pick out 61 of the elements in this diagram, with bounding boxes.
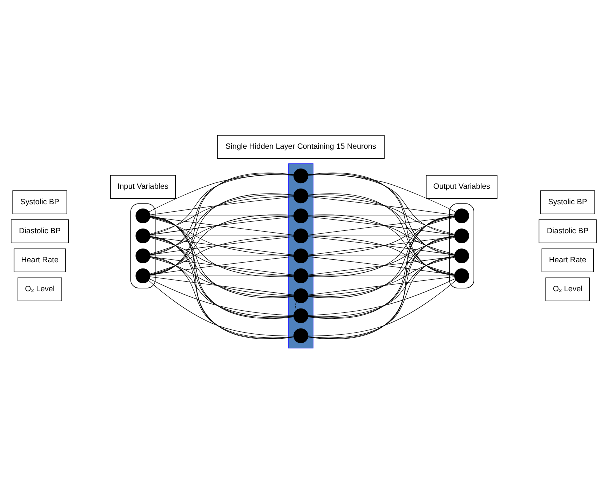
- node-circle: [454, 208, 470, 224]
- connector: [308, 196, 455, 235]
- connector: [148, 280, 294, 336]
- node-circle: [136, 248, 151, 264]
- node-circle: [294, 188, 309, 204]
- cluster: [288, 164, 314, 349]
- connector: [308, 174, 456, 212]
- connector: [308, 236, 455, 340]
- connector: [150, 236, 294, 318]
- connector: [296, 302, 298, 310]
- connector: [150, 258, 294, 296]
- node-circle: [294, 308, 309, 324]
- connector: [308, 256, 456, 338]
- connector: [308, 174, 455, 236]
- connector: [150, 196, 294, 235]
- connector: [150, 174, 294, 256]
- connector: [308, 174, 456, 256]
- connector: [308, 278, 456, 316]
- cluster: [130, 204, 156, 289]
- connector: [308, 172, 455, 276]
- connector: [150, 194, 294, 256]
- node-circle: [136, 208, 151, 224]
- connector: [150, 174, 294, 236]
- connector: [308, 256, 455, 318]
- node-circle: [454, 228, 470, 244]
- node-circle: [294, 228, 309, 244]
- connector: [308, 216, 456, 298]
- connector: [150, 276, 294, 296]
- connector: [150, 194, 294, 276]
- connector: [150, 236, 294, 340]
- connector: [150, 172, 294, 276]
- connector: [308, 236, 456, 318]
- connector: [148, 174, 294, 212]
- node-circle: [294, 288, 309, 304]
- connector: [150, 216, 294, 298]
- node-circle: [294, 328, 309, 344]
- node-circle: [454, 248, 470, 264]
- node-circle: [454, 268, 470, 284]
- connector: [150, 278, 294, 316]
- node-circle: [136, 228, 151, 244]
- connector: [308, 276, 455, 296]
- connector: [150, 216, 294, 340]
- cluster: [449, 204, 474, 289]
- connector: [150, 196, 294, 216]
- node-circle: [294, 208, 309, 224]
- connector: [150, 216, 294, 320]
- connector: [308, 236, 455, 298]
- connector: [150, 256, 294, 338]
- connector: [150, 256, 294, 318]
- node-circle: [294, 168, 309, 184]
- connector: [308, 257, 455, 296]
- node-circle: [136, 268, 151, 284]
- node-circle: [294, 248, 309, 264]
- connector: [308, 194, 456, 276]
- connector: [308, 216, 455, 340]
- connector: [308, 216, 455, 320]
- connector: [308, 194, 455, 256]
- connector: [150, 236, 294, 298]
- connector: [308, 196, 455, 216]
- connector: [308, 280, 457, 336]
- node-circle: [294, 268, 309, 284]
